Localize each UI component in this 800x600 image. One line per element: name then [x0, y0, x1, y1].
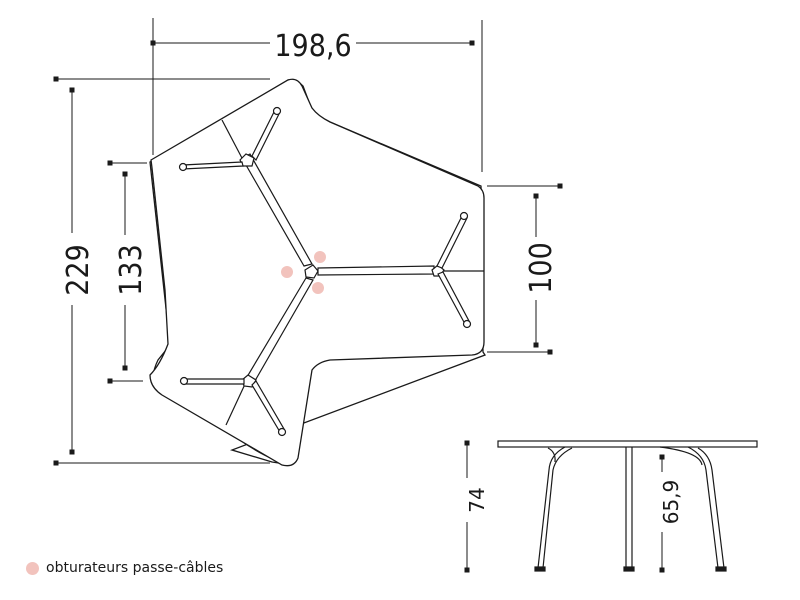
dimension-leg-height [659, 454, 665, 573]
dimension-leg-height-label: 65,9 [659, 480, 683, 525]
dimension-depth-label: 229 [61, 244, 96, 296]
grommet-dot [314, 251, 326, 263]
dimension-edge [487, 183, 563, 355]
division-line [225, 381, 247, 426]
dimension-side [107, 160, 147, 384]
dimension-edge-label: 100 [524, 242, 559, 294]
legend: obturateurs passe-câbles [26, 560, 223, 576]
dimension-width-label: 198,6 [274, 29, 351, 64]
dimension-width [150, 18, 483, 172]
dimension-height-label: 74 [465, 487, 489, 512]
leg-frame [178, 106, 472, 437]
side-elevation [497, 440, 758, 572]
dimension-side-label: 133 [114, 244, 149, 296]
grommet-dot [281, 266, 293, 278]
grommet-dot [312, 282, 324, 294]
dimension-height [464, 440, 470, 573]
legend-label: obturateurs passe-câbles [46, 560, 224, 576]
dimension-depth [53, 76, 270, 466]
grommet-legend-icon [26, 561, 39, 575]
division-line [221, 119, 244, 161]
